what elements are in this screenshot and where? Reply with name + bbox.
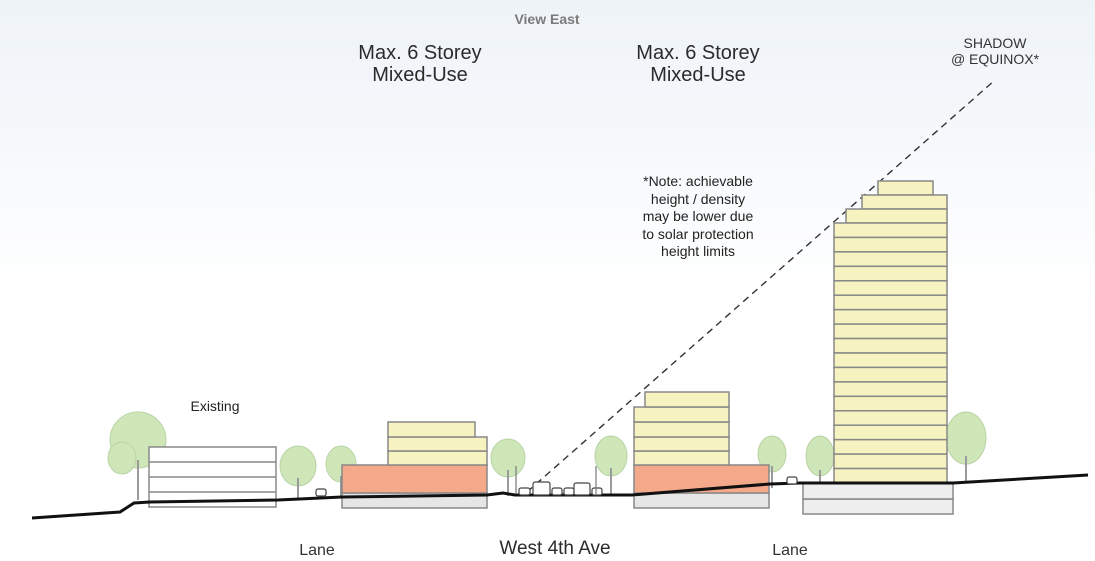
label-line: Max. 6 Storey <box>636 42 760 64</box>
tower-floor <box>833 424 948 441</box>
note-line: height / density <box>650 190 746 207</box>
car <box>563 487 575 496</box>
tower-floor <box>833 323 948 340</box>
tower-base <box>802 498 954 515</box>
car <box>786 476 798 485</box>
tree <box>279 445 317 500</box>
tower-floor <box>833 410 948 426</box>
label-line: Mixed-Use <box>372 64 468 87</box>
tower-floor <box>861 194 948 210</box>
label-line: SHADOW <box>963 35 1027 51</box>
tree <box>757 435 787 488</box>
right-building-height-label: Max. 6 Storey Mixed-Use <box>598 42 798 87</box>
upper-floor <box>387 450 488 466</box>
equinox-shadow-line <box>526 79 996 493</box>
upper-floor <box>644 391 730 408</box>
lane-right-label: Lane <box>772 542 808 559</box>
note-line: may be lower due <box>642 208 754 224</box>
tower-floor <box>833 395 948 412</box>
tower-floor <box>833 251 948 268</box>
car <box>518 487 531 496</box>
tower-floor <box>833 453 948 470</box>
tower-floor <box>845 208 948 224</box>
tower-floor <box>833 265 948 282</box>
base-level <box>633 492 770 509</box>
existing-building <box>148 446 277 508</box>
tower-floor <box>833 337 948 354</box>
tower-floor <box>833 352 948 369</box>
upper-floor <box>387 421 476 438</box>
avenue-label: West 4th Ave <box>499 538 611 559</box>
car <box>591 487 603 496</box>
tower-floor <box>833 294 948 311</box>
upper-floor <box>633 406 730 423</box>
upper-floor <box>633 450 730 466</box>
car <box>315 488 327 497</box>
view-direction-label: View East <box>514 11 580 27</box>
tower-floor <box>833 381 948 398</box>
note-line: *Note: achievable <box>643 173 753 189</box>
tower-floor <box>833 467 948 484</box>
car <box>551 487 563 496</box>
upper-floor <box>633 421 730 438</box>
tower-floor <box>833 280 948 296</box>
podium <box>341 464 488 494</box>
solar-protection-note: *Note: achievable height / density may b… <box>618 173 778 261</box>
tower-podium <box>802 482 954 500</box>
bus <box>532 481 551 496</box>
label-line: @ EQUINOX* <box>950 50 1040 67</box>
existing-building-label: Existing <box>190 398 240 414</box>
label-line: Mixed-Use <box>650 64 746 87</box>
street-lights <box>515 466 597 494</box>
vehicles <box>315 476 798 497</box>
tower-floor <box>833 438 948 455</box>
tower-floor <box>833 366 948 383</box>
tower-floor <box>833 222 948 239</box>
tower-floor <box>877 180 934 196</box>
tower-building <box>802 180 954 515</box>
tower-floor <box>833 308 948 325</box>
right-mixed-use-building <box>633 391 770 509</box>
bus <box>573 482 591 496</box>
tower-floor <box>833 236 948 253</box>
note-line: height limits <box>661 243 735 259</box>
note-line: to solar protection <box>642 225 754 242</box>
tower-floors <box>833 180 948 484</box>
upper-floor <box>387 436 488 452</box>
upper-floor <box>633 436 730 452</box>
label-line: Max. 6 Storey <box>358 42 482 64</box>
tree <box>945 411 987 482</box>
lane-left-label: Lane <box>299 542 335 559</box>
tree <box>594 435 628 496</box>
shadow-label: SHADOW @ EQUINOX* <box>915 35 1075 67</box>
left-building-height-label: Max. 6 Storey Mixed-Use <box>320 42 520 87</box>
